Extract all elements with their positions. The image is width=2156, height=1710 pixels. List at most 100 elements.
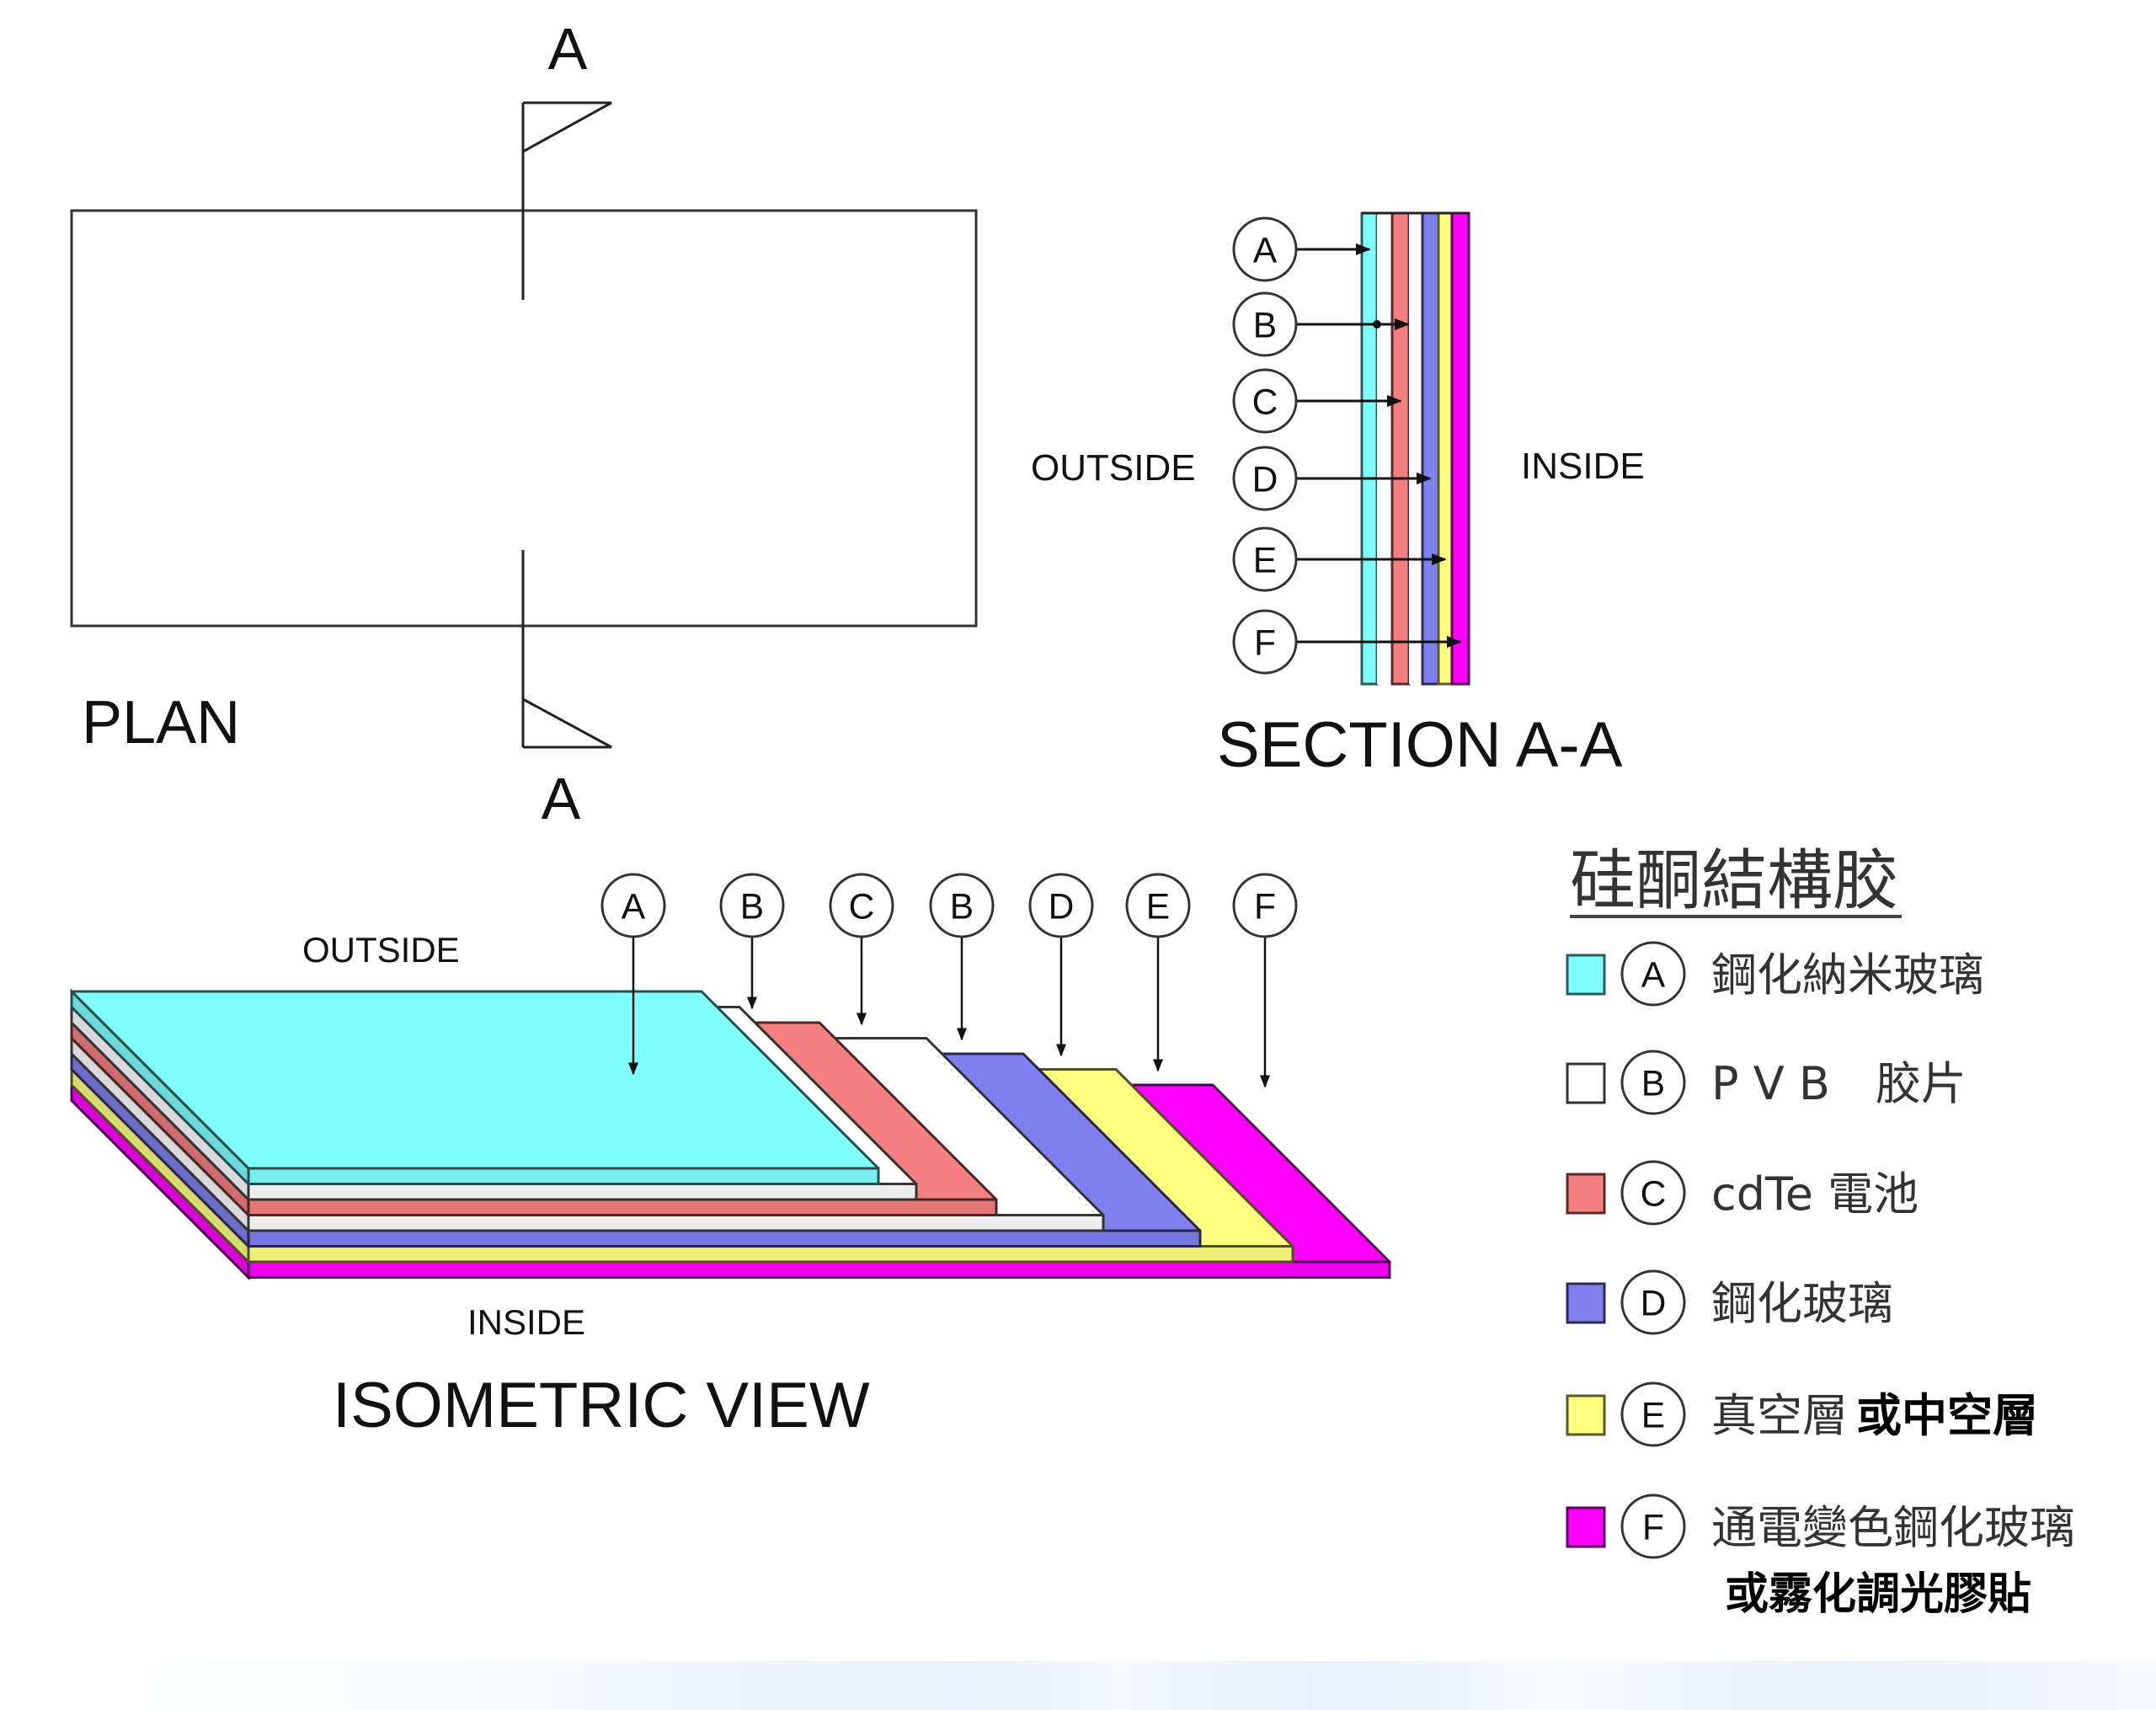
iso-front-face xyxy=(247,1229,1202,1248)
legend-swatch xyxy=(1566,1062,1606,1104)
legend-text: 通電變色鋼化玻璃 xyxy=(1711,1501,2075,1554)
section-strip-b xyxy=(1377,213,1392,684)
plan-view: A A PLAN xyxy=(70,16,978,831)
callout-letter: D xyxy=(1049,887,1075,927)
legend-title: 硅酮結構胶 xyxy=(1570,843,1898,919)
section-strip-d xyxy=(1421,211,1440,686)
callout-letter: A xyxy=(1253,231,1278,271)
callout-letter: C xyxy=(1641,1174,1667,1215)
legend-text-main: 鋼化玻璃 xyxy=(1711,1277,1893,1330)
legend-callout: F xyxy=(1620,1494,1686,1559)
iso-title: ISOMETRIC VIEW xyxy=(333,1370,870,1441)
legend-callout: A xyxy=(1620,941,1686,1007)
iso-callout-a: A xyxy=(600,873,666,938)
callout-circle xyxy=(1232,291,1298,357)
callout-letter: C xyxy=(1252,382,1278,423)
section-strip-a xyxy=(1360,211,1379,686)
legend-swatch xyxy=(1566,1506,1606,1548)
section-callout-a: A xyxy=(1232,216,1298,282)
iso-front-face xyxy=(247,1260,1391,1279)
section-callout-d: D xyxy=(1232,446,1298,511)
callout-letter: B xyxy=(1641,1064,1665,1104)
iso-front-face xyxy=(247,1198,998,1216)
section-strip-c xyxy=(1390,211,1411,686)
callout-circle xyxy=(1232,368,1298,434)
iso-outside-label: OUTSIDE xyxy=(302,930,460,970)
legend-callout: C xyxy=(1620,1160,1686,1226)
section-flag-top xyxy=(522,101,612,153)
callout-circle xyxy=(1620,1050,1686,1115)
legend-swatch xyxy=(1566,954,1606,996)
callout-letter: A xyxy=(622,887,646,927)
callout-circle xyxy=(1232,609,1298,675)
callout-circle xyxy=(719,873,785,938)
callout-letter: D xyxy=(1252,460,1278,500)
legend-text: cdTe 電池 xyxy=(1711,1168,1919,1221)
callout-circle xyxy=(1620,1269,1686,1335)
callout-circle xyxy=(1620,941,1686,1007)
section-callout-c: C xyxy=(1232,368,1298,434)
legend-item-b: B P V B 胶片 xyxy=(1566,1050,1967,1115)
legend-text-main: 真空層 xyxy=(1711,1389,1848,1442)
callout-circle xyxy=(600,873,666,938)
section-title: SECTION A-A xyxy=(1217,709,1623,781)
callout-letter: B xyxy=(740,887,764,927)
callout-circle xyxy=(829,873,894,938)
section-strips xyxy=(1360,211,1470,686)
iso-layer-a xyxy=(70,988,880,1188)
legend-text: 真空層或中空層 xyxy=(1711,1389,2038,1442)
iso-front-face xyxy=(247,1167,880,1185)
legend-text-bold: 或中空層 xyxy=(1856,1389,2038,1442)
iso-callout-e: E xyxy=(1125,873,1191,938)
iso-front-face xyxy=(247,1245,1294,1264)
plan-title: PLAN xyxy=(82,689,240,756)
section-inside-label: INSIDE xyxy=(1521,446,1645,487)
section-strip-b xyxy=(1409,213,1422,684)
iso-layers xyxy=(70,988,1391,1281)
section-marker-bottom: A xyxy=(542,766,581,831)
callout-letter: C xyxy=(849,887,875,927)
callout-circle xyxy=(1620,1494,1686,1559)
callout-letter: D xyxy=(1641,1284,1667,1324)
callout-circle xyxy=(929,873,995,938)
section-strip-f xyxy=(1450,211,1470,686)
iso-front-face xyxy=(247,1183,918,1201)
legend-item-d: D 鋼化玻璃 xyxy=(1566,1269,1893,1335)
legend-text-main: 通電變色鋼化玻璃 xyxy=(1711,1501,2075,1554)
legend-callout: B xyxy=(1620,1050,1686,1115)
legend-item-e: E 真空層或中空層 xyxy=(1566,1381,2038,1447)
legend-text-main: 鋼化納米玻璃 xyxy=(1711,949,1984,1002)
callout-circle xyxy=(1620,1160,1686,1226)
background-band xyxy=(0,1661,2156,1710)
legend-text: 鋼化納米玻璃 xyxy=(1711,949,1984,1002)
section-callout-b: B xyxy=(1232,291,1298,357)
section-callout-e: E xyxy=(1232,526,1298,592)
legend-text-line2: 或霧化調光膠貼 xyxy=(1725,1569,2031,1620)
section-outside-label: OUTSIDE xyxy=(1031,447,1196,489)
legend-swatch xyxy=(1566,1173,1606,1215)
legend-text-main: cdTe 電池 xyxy=(1711,1168,1919,1221)
iso-callout-d: D xyxy=(1028,873,1094,938)
callout-circle xyxy=(1232,873,1298,938)
callout-circle xyxy=(1620,1381,1686,1447)
callout-circle xyxy=(1232,446,1298,511)
callout-letter: E xyxy=(1641,1396,1665,1436)
legend-text: P V B 胶片 xyxy=(1711,1057,1967,1110)
leader-dot xyxy=(1373,320,1381,329)
iso-callout-f: F xyxy=(1232,873,1298,938)
legend-item-a: A 鋼化納米玻璃 xyxy=(1566,941,1984,1007)
iso-callout-b: B xyxy=(719,873,785,938)
iso-callout-b-2: B xyxy=(929,873,995,938)
legend-callout: E xyxy=(1620,1381,1686,1447)
callout-letter: E xyxy=(1253,541,1277,581)
section-marker-top: A xyxy=(548,16,588,82)
